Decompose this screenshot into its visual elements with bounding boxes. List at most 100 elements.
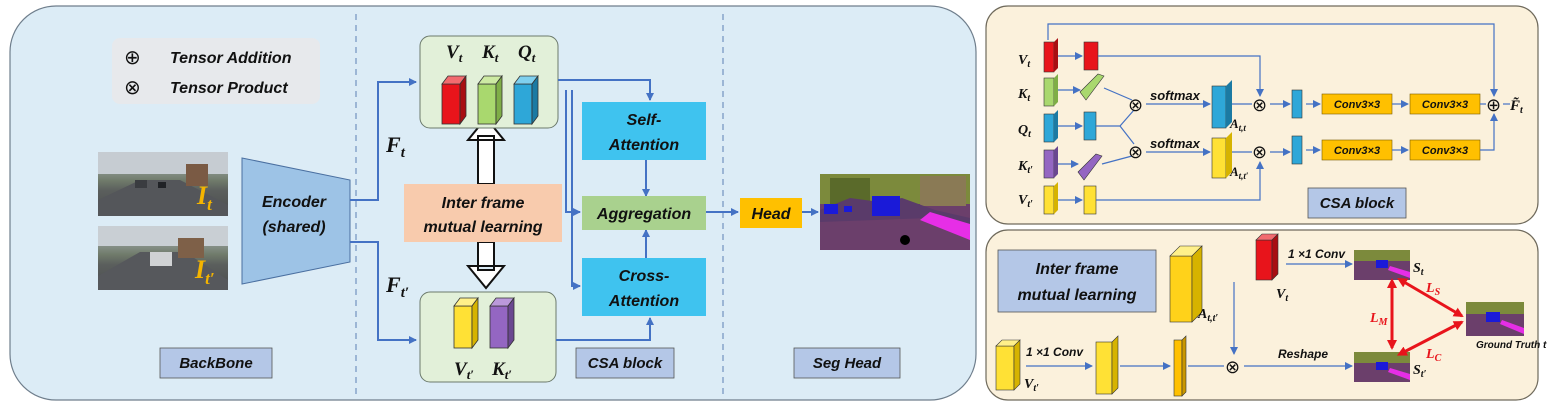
d-line-kp-to-prod <box>1101 155 1133 165</box>
backbone-label-box <box>159 347 273 379</box>
m-title-1: Inter frame <box>1036 261 1119 278</box>
d-conv-2-label: Conv3×3 <box>1422 99 1468 111</box>
d-softmax-1: softmax <box>1150 88 1201 103</box>
d-line-vp-to-prod <box>1096 161 1264 201</box>
mutual-learning-box <box>404 184 562 242</box>
m-title-2: mutual learning <box>1017 287 1136 304</box>
head-label: Head <box>751 206 791 223</box>
q-t-label: Qt <box>518 42 536 65</box>
d-title-box <box>1307 187 1407 219</box>
d-output-label: F̃t <box>1509 96 1524 116</box>
csa-detail-panel <box>985 5 1539 225</box>
d-line-conv4-add <box>1480 113 1498 151</box>
d-conv-3-label: Conv3×3 <box>1334 145 1380 157</box>
input-image-tp <box>98 226 228 290</box>
cross-attention-label-2: Attention <box>608 293 679 310</box>
m-v-t-label: Vt <box>1276 287 1289 304</box>
d-q-t-label: Qt <box>1018 123 1032 140</box>
m-conv-top: 1 ×1 Conv <box>1288 247 1346 261</box>
cube-k-tp <box>489 296 515 350</box>
d-k-t-label: Kt <box>1017 87 1031 104</box>
d-add-icon: ⊕ <box>1486 95 1501 115</box>
m-a-ttp-label: At,t′ <box>1197 307 1218 324</box>
d-v-t-label: Vt <box>1018 53 1031 70</box>
d-attn-ttp <box>1211 132 1232 179</box>
aggregation-label: Aggregation <box>596 206 691 223</box>
d-cube-k-tp <box>1043 146 1058 179</box>
d-a-ttp-label: At,t′ <box>1229 164 1249 181</box>
csa-label-box <box>575 347 675 379</box>
cross-attention-box <box>582 258 706 316</box>
m-cube-mid <box>1095 335 1119 395</box>
d-cube-q-t-2 <box>1083 111 1097 141</box>
head-box <box>740 198 802 228</box>
feature-ftp-label: Ft′ <box>385 272 409 301</box>
d-feat-2 <box>1291 135 1303 165</box>
cube-v-tp <box>453 296 479 350</box>
m-l-m-label: LM <box>1369 311 1389 328</box>
feature-ft-label: Ft <box>385 132 406 161</box>
m-cube-v-tp <box>995 339 1021 391</box>
d-prod-1-icon: ⊗ <box>1128 95 1143 115</box>
k-tp-label: Kt′ <box>491 359 512 382</box>
arrow-q-to-cross <box>571 90 581 290</box>
self-attention-label-1: Self- <box>627 112 662 129</box>
arrow-vk-to-agg <box>565 90 581 216</box>
m-title-box <box>997 249 1157 313</box>
self-attention-label-2: Attention <box>608 137 679 154</box>
m-prod-icon: ⊗ <box>1225 357 1240 377</box>
d-prod-2-icon: ⊗ <box>1128 142 1143 162</box>
mutual-learning-label-2: mutual learning <box>423 219 542 236</box>
vk-tp-group <box>419 291 557 383</box>
v-t-label: Vt <box>446 42 463 65</box>
d-cube-v-tp <box>1043 182 1058 215</box>
cube-k-t <box>477 74 503 126</box>
d-line-top-skip <box>1047 23 1498 97</box>
m-ground-truth-image <box>1466 302 1524 336</box>
aggregation-box <box>582 196 706 230</box>
v-tp-label: Vt′ <box>454 359 474 382</box>
d-softmax-2: softmax <box>1150 136 1201 151</box>
segmentation-output <box>820 174 970 250</box>
legend-product-label: Tensor Product <box>170 80 288 97</box>
d-prod-4-icon: ⊗ <box>1252 142 1267 162</box>
m-loss-s-arrow <box>1397 277 1464 318</box>
d-conv-4-label: Conv3×3 <box>1422 145 1468 157</box>
m-loss-c-arrow <box>1396 320 1464 356</box>
d-a-tt-label: At,t <box>1229 116 1246 133</box>
m-cube-v-t <box>1255 233 1279 281</box>
d-line-q-to-prod2 <box>1119 125 1135 145</box>
mutual-learning-label-1: Inter frame <box>442 195 525 212</box>
d-k-tp-label: Kt′ <box>1017 159 1033 176</box>
m-conv-bottom: 1 ×1 Conv <box>1026 345 1084 359</box>
d-title: CSA block <box>1320 195 1395 212</box>
seghead-label: Seg Head <box>813 355 882 372</box>
arrow-q-to-self <box>558 79 654 101</box>
encoder-block <box>241 157 351 285</box>
input-t-label: It <box>196 181 213 214</box>
encoder-label-2: (shared) <box>262 219 325 236</box>
backbone-label: BackBone <box>179 355 252 372</box>
legend-add-label: Tensor Addition <box>170 50 292 67</box>
cross-attention-label-1: Cross- <box>619 268 670 285</box>
cube-q-t <box>513 74 539 126</box>
arrow-vktp-to-cross <box>556 317 654 341</box>
csa-label: CSA block <box>588 355 663 372</box>
legend-box <box>112 38 320 104</box>
d-attn-tt <box>1211 80 1232 129</box>
m-st-image <box>1354 250 1410 280</box>
m-v-tp-label: Vt′ <box>1024 377 1039 394</box>
d-cube-k-t <box>1043 74 1058 107</box>
self-attention-box <box>582 102 706 160</box>
arrow-encoder-to-ft <box>350 78 417 201</box>
d-line-v-to-prod <box>1098 55 1264 97</box>
m-reshape-label: Reshape <box>1278 347 1328 361</box>
encoder-label-1: Encoder <box>262 194 327 211</box>
d-v-tp-label: Vt′ <box>1018 193 1033 210</box>
input-tp-label: It′ <box>194 255 215 288</box>
input-image-t <box>98 152 228 216</box>
seghead-label-box <box>793 347 901 379</box>
m-l-c-label: LC <box>1425 347 1442 364</box>
d-cube-k-tp-2 <box>1077 153 1103 181</box>
d-conv-1-label: Conv3×3 <box>1334 99 1380 111</box>
